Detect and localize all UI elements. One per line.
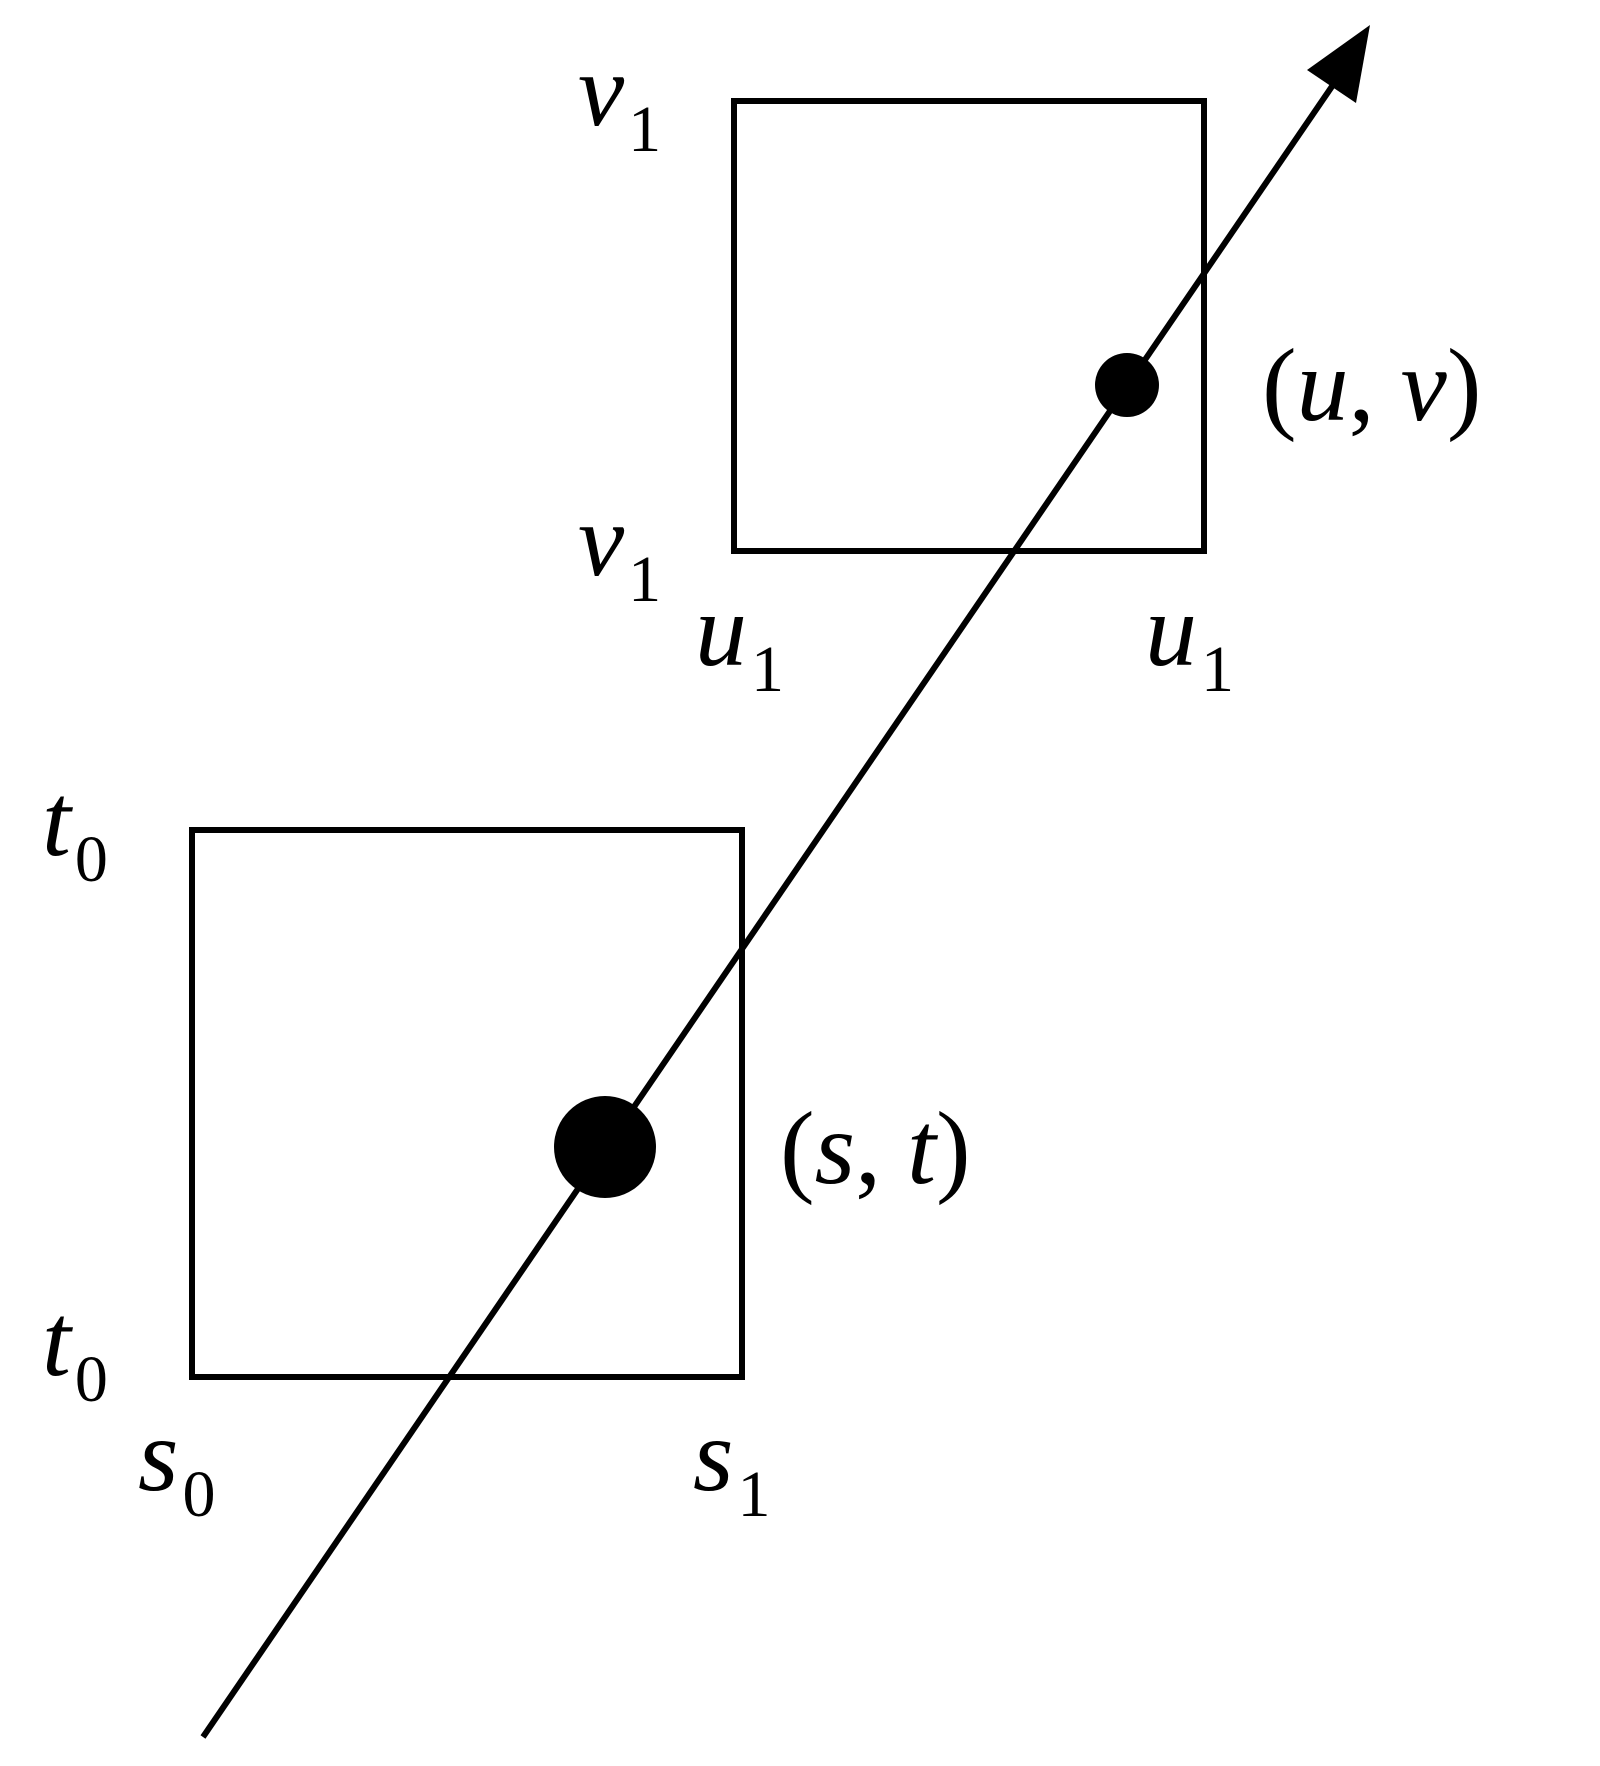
label-point-st: (s, t) — [780, 1091, 971, 1206]
ray-arrowhead — [1307, 25, 1370, 103]
label-t0-bottom: t0 — [42, 1283, 108, 1416]
label-u1-left: u1 — [695, 573, 784, 706]
label-s0: s0 — [138, 1398, 215, 1531]
st-intersection-point — [554, 1096, 656, 1198]
st-plane-square — [189, 827, 745, 1380]
label-v1-top: v1 — [578, 33, 661, 166]
label-t0-top: t0 — [42, 763, 108, 896]
label-s1: s1 — [693, 1398, 770, 1531]
uv-plane-square — [731, 98, 1207, 554]
label-v1-bottom: v1 — [578, 483, 661, 616]
uv-intersection-point — [1095, 353, 1159, 417]
label-point-uv: (u, v) — [1262, 328, 1481, 443]
ray-line — [200, 80, 1338, 1739]
label-u1-right: u1 — [1145, 573, 1234, 706]
